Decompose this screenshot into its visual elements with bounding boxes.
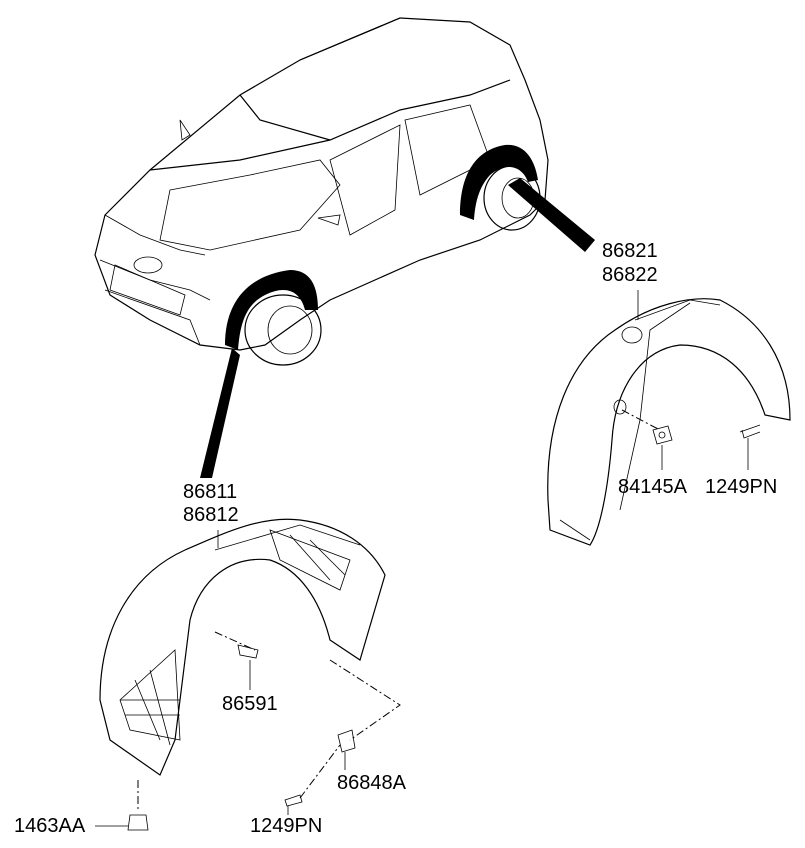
front-wheel-liner <box>95 518 401 831</box>
label-86811: 86811 <box>183 481 238 503</box>
label-86591: 86591 <box>222 693 278 715</box>
label-86848A: 86848A <box>337 772 406 794</box>
rear-connector <box>508 178 595 252</box>
label-84145A: 84145A <box>618 476 687 498</box>
label-1463AA: 1463AA <box>14 815 86 837</box>
label-86812: 86812 <box>183 504 239 526</box>
rear-wheel-liner <box>547 290 791 546</box>
label-1249PN-front: 1249PN <box>250 815 323 837</box>
label-86822: 86822 <box>602 264 658 286</box>
front-connector <box>200 348 240 478</box>
label-86821: 86821 <box>602 240 658 262</box>
car-illustration <box>94 17 549 366</box>
label-1249PN-rear: 1249PN <box>705 476 778 498</box>
